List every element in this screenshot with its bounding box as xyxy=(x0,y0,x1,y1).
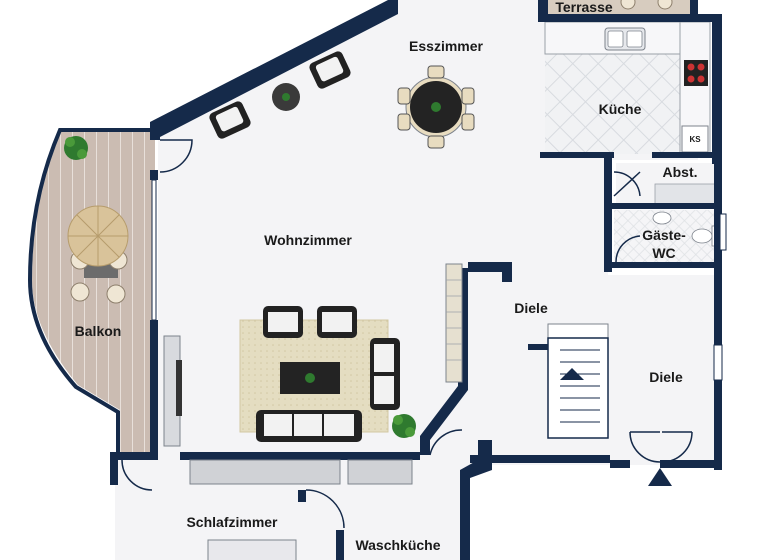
armchair-icon xyxy=(309,51,351,89)
terrace-chair-icon xyxy=(657,0,673,10)
room-label-esszimmer: Esszimmer xyxy=(409,38,483,54)
room-label-kueche: Küche xyxy=(599,101,642,117)
room-label-wohnzimmer: Wohnzimmer xyxy=(264,232,352,248)
bookshelf xyxy=(445,263,463,383)
sink-basin-right xyxy=(626,30,643,48)
stove-burner xyxy=(697,75,705,83)
plant-icon xyxy=(392,414,416,438)
sink-basin-left xyxy=(607,30,624,48)
armchair-icon xyxy=(317,306,357,338)
room-label-diele-upper: Diele xyxy=(514,300,548,316)
room-label-schlafzimmer: Schlafzimmer xyxy=(186,514,278,530)
balcony-deck xyxy=(32,130,155,452)
plant-icon xyxy=(64,136,88,160)
balcony-railing xyxy=(27,128,155,452)
room-label-terrasse: Terrasse xyxy=(555,0,613,15)
stove-burner xyxy=(687,63,695,71)
sofa-icon xyxy=(256,338,400,442)
bookshelf-lines xyxy=(446,279,462,361)
stove-burner xyxy=(687,75,695,83)
staircase-icon xyxy=(528,323,609,439)
cabinet-bedroom xyxy=(189,459,341,485)
room-label-gaeste-wc: Gäste- xyxy=(642,227,686,243)
terrace-area xyxy=(548,0,690,18)
wc-sink-icon xyxy=(652,211,672,225)
room-label-balkon: Balkon xyxy=(75,323,122,339)
fridge-icon xyxy=(681,125,709,153)
room-label-abst: Abst. xyxy=(663,164,698,180)
tv-icon xyxy=(176,360,182,416)
plant-icon xyxy=(305,373,315,383)
entrance-arrow-icon xyxy=(648,468,672,486)
dining-table-icon xyxy=(397,65,475,149)
fridge-label: KS xyxy=(689,135,701,144)
stove-icon xyxy=(684,60,708,86)
cabinet-laundry xyxy=(347,459,413,485)
stove-burner xyxy=(697,63,705,71)
doors xyxy=(121,139,693,529)
walls xyxy=(110,0,722,560)
terrace-chair-icon xyxy=(620,0,636,10)
windows xyxy=(151,179,727,381)
armchair-icon xyxy=(263,306,303,338)
room-label-gaeste-wc-2: WC xyxy=(652,245,675,261)
parasol-icon xyxy=(67,205,129,304)
bed-icon xyxy=(207,539,297,560)
room-label-waschkueche: Waschküche xyxy=(355,537,440,553)
room-label-diele-lower: Diele xyxy=(649,369,683,385)
abst-shelf xyxy=(654,183,716,205)
plant-icon xyxy=(282,93,290,101)
armchair-icon xyxy=(209,101,251,139)
